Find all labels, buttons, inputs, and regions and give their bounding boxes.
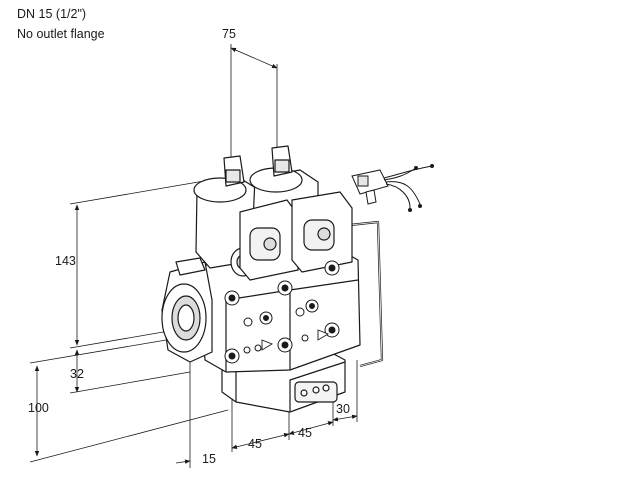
header-dn-size: DN 15 (1/2") [17, 7, 87, 21]
dim-30-line [332, 414, 358, 422]
dim-45-line-1 [231, 433, 290, 449]
dim-100-label: 100 [28, 401, 49, 415]
dim-15-line [175, 459, 191, 464]
dim-45-label-2: 45 [298, 426, 312, 440]
dim-32-label: 32 [70, 367, 84, 381]
flow-markers [261, 329, 330, 351]
dim-75-line [230, 47, 278, 69]
dim-15-label: 15 [202, 452, 216, 466]
valve-body [161, 145, 384, 413]
dim-75-label: 75 [222, 27, 236, 41]
connector-plug [351, 164, 434, 212]
dim-45-label-1: 45 [248, 437, 262, 451]
header-flange-note: No outlet flange [17, 27, 105, 41]
dim-143-label: 143 [55, 254, 76, 268]
fasteners [224, 260, 340, 364]
dim-30-label: 30 [336, 402, 350, 416]
dim-45-line-2 [288, 421, 334, 435]
